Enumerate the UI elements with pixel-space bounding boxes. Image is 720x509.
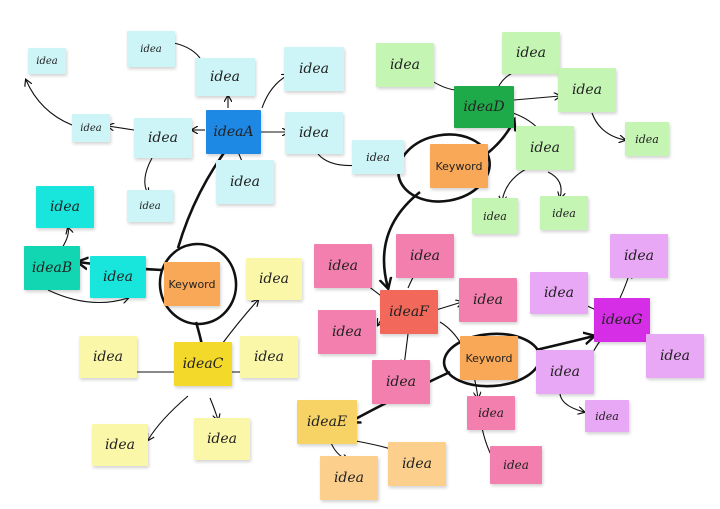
link-c-c4 bbox=[148, 395, 189, 440]
link-b-b1 bbox=[61, 228, 68, 249]
link-d3-d5 bbox=[591, 112, 625, 140]
idea-note[interactable]: idea bbox=[134, 118, 192, 158]
kw3-to-ideaG bbox=[535, 336, 594, 352]
idea-note[interactable]: idea bbox=[92, 424, 148, 466]
idea-note[interactable]: idea bbox=[28, 48, 66, 74]
link-d-d3 bbox=[513, 96, 560, 101]
idea-note[interactable]: idea bbox=[216, 160, 274, 204]
idea-note[interactable]: idea bbox=[372, 360, 430, 404]
idea-note[interactable]: idea bbox=[285, 112, 343, 154]
idea-note[interactable]: idea bbox=[585, 400, 629, 432]
idea-note[interactable]: idea bbox=[502, 32, 560, 74]
idea-note[interactable]: idea bbox=[516, 126, 574, 170]
idea-note[interactable]: idea bbox=[490, 446, 542, 484]
idea-note[interactable]: idea bbox=[536, 350, 594, 394]
idea-note[interactable]: idea bbox=[284, 47, 344, 91]
idea-note[interactable]: idea bbox=[467, 396, 515, 430]
idea-note[interactable]: idea bbox=[530, 272, 588, 314]
idea-note[interactable]: idea bbox=[472, 198, 518, 234]
idea-note[interactable]: idea bbox=[396, 234, 454, 278]
idea-d-center-note[interactable]: ideaD bbox=[454, 86, 514, 128]
idea-note[interactable]: idea bbox=[646, 334, 704, 378]
link-c-c5 bbox=[209, 397, 218, 420]
idea-note[interactable]: idea bbox=[72, 114, 110, 142]
link-d4-d7 bbox=[547, 171, 561, 198]
idea-b-center-note[interactable]: ideaB bbox=[24, 246, 80, 290]
keyword-note[interactable]: Keyword bbox=[164, 262, 220, 306]
idea-note[interactable]: idea bbox=[558, 68, 616, 112]
idea-note[interactable]: idea bbox=[195, 58, 255, 96]
idea-note[interactable]: idea bbox=[610, 234, 668, 278]
idea-e-center-note[interactable]: ideaE bbox=[297, 400, 357, 444]
link-a7-a8 bbox=[26, 80, 73, 126]
idea-note[interactable]: idea bbox=[79, 336, 137, 378]
idea-note[interactable]: idea bbox=[36, 186, 94, 228]
idea-c-center-note[interactable]: ideaC bbox=[174, 342, 232, 386]
idea-note[interactable]: idea bbox=[376, 43, 434, 87]
link-a6-a7 bbox=[108, 126, 135, 130]
idea-note[interactable]: idea bbox=[352, 140, 404, 174]
link-a6-a9 bbox=[145, 157, 153, 194]
idea-note[interactable]: idea bbox=[194, 418, 250, 460]
idea-note[interactable]: idea bbox=[90, 256, 146, 298]
link-d4-d6 bbox=[502, 167, 529, 202]
idea-a-center-note[interactable]: ideaA bbox=[206, 110, 261, 154]
idea-f-center-note[interactable]: ideaF bbox=[380, 290, 438, 334]
idea-note[interactable]: idea bbox=[320, 456, 378, 500]
idea-g-center-note[interactable]: ideaG bbox=[594, 298, 650, 342]
idea-note[interactable]: idea bbox=[459, 278, 517, 322]
keyword-note[interactable]: Keyword bbox=[460, 336, 518, 380]
idea-note[interactable]: idea bbox=[314, 244, 372, 288]
idea-note[interactable]: idea bbox=[318, 310, 376, 354]
idea-note[interactable]: idea bbox=[625, 122, 669, 156]
idea-note[interactable]: idea bbox=[540, 196, 588, 230]
idea-note[interactable]: idea bbox=[240, 336, 298, 378]
idea-note[interactable]: idea bbox=[127, 190, 173, 222]
idea-note[interactable]: idea bbox=[246, 258, 302, 300]
idea-note[interactable]: idea bbox=[388, 442, 446, 486]
keyword-note[interactable]: Keyword bbox=[430, 144, 488, 188]
idea-note[interactable]: idea bbox=[127, 31, 175, 67]
